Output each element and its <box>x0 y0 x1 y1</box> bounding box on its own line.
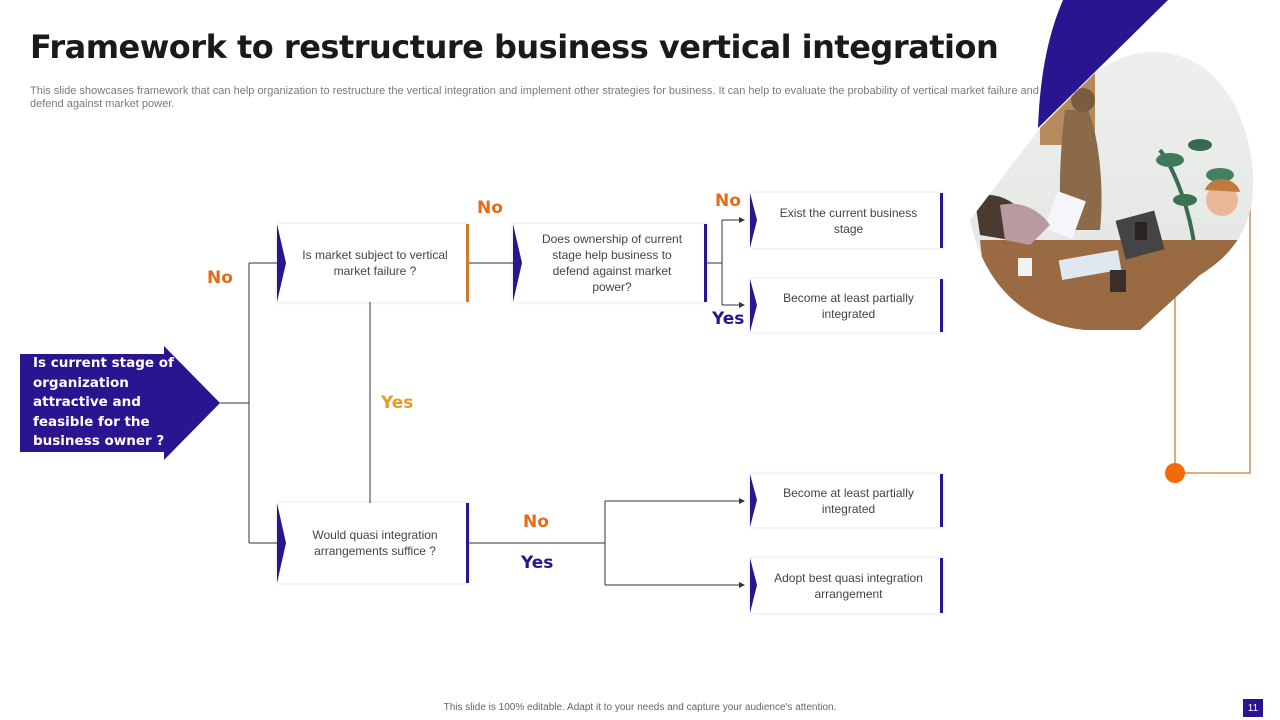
label-no-q2: No <box>715 191 741 211</box>
chevron-right-icon <box>750 474 757 527</box>
outcome-partially-integrated: Become at least partially integrated <box>750 279 943 332</box>
label-yes-q2: Yes <box>712 309 745 329</box>
label-yes-q3: Yes <box>521 553 554 573</box>
outcome-quasi-arrangement: Adopt best quasi integration arrangement <box>750 558 943 613</box>
page-title: Framework to restructure business vertic… <box>30 28 999 66</box>
start-question-text: Is current stage of organization attract… <box>33 355 174 449</box>
chevron-right-icon <box>277 503 286 583</box>
question-quasi-integration: Would quasi integration arrangements suf… <box>277 503 469 583</box>
box-accent-bar <box>466 224 469 302</box>
page-number: 11 <box>1243 699 1263 717</box>
outcome-exit-stage: Exist the current business stage <box>750 193 943 248</box>
start-question-arrow: Is current stage of organization attract… <box>20 346 222 460</box>
question-market-failure: Is market subject to vertical market fai… <box>277 224 469 302</box>
connector-q3-split <box>468 501 606 585</box>
question-text: Is market subject to vertical market fai… <box>302 248 448 278</box>
outcome-text: Exist the current business stage <box>779 205 918 236</box>
team-meeting-photo <box>970 0 1254 330</box>
decor-purple-shape <box>1038 0 1168 128</box>
question-text: Would quasi integration arrangements suf… <box>312 528 438 558</box>
outcome-text: Become at least partially integrated <box>783 290 914 321</box>
outcome-text: Become at least partially integrated <box>783 485 914 516</box>
chevron-right-icon <box>513 224 522 302</box>
page-subtitle: This slide showcases framework that can … <box>30 85 1200 110</box>
decor-orange-frame <box>1174 200 1251 474</box>
decor-orange-dot <box>1165 463 1185 483</box>
question-ownership-defend: Does ownership of current stage help bus… <box>513 224 707 302</box>
box-accent-bar <box>704 224 707 302</box>
question-text: Does ownership of current stage help bus… <box>541 232 683 294</box>
label-no-start: No <box>207 268 233 288</box>
label-no-q1: No <box>477 198 503 218</box>
chevron-right-icon <box>750 558 757 613</box>
chevron-right-icon <box>277 224 286 302</box>
connector-start <box>220 262 280 544</box>
connector-q2-split <box>705 220 723 305</box>
box-accent-bar <box>940 558 943 613</box>
label-yes-q1: Yes <box>381 393 414 413</box>
outcome-text: Adopt best quasi integration arrangement <box>774 570 923 601</box>
label-no-q3: No <box>523 512 549 532</box>
box-accent-bar <box>940 193 943 248</box>
box-accent-bar <box>940 279 943 332</box>
chevron-right-icon <box>750 193 757 248</box>
footer-note: This slide is 100% editable. Adapt it to… <box>443 702 837 713</box>
chevron-right-icon <box>750 279 757 332</box>
outcome-partially-integrated-2: Become at least partially integrated <box>750 474 943 527</box>
box-accent-bar <box>940 474 943 527</box>
box-accent-bar <box>466 503 469 583</box>
